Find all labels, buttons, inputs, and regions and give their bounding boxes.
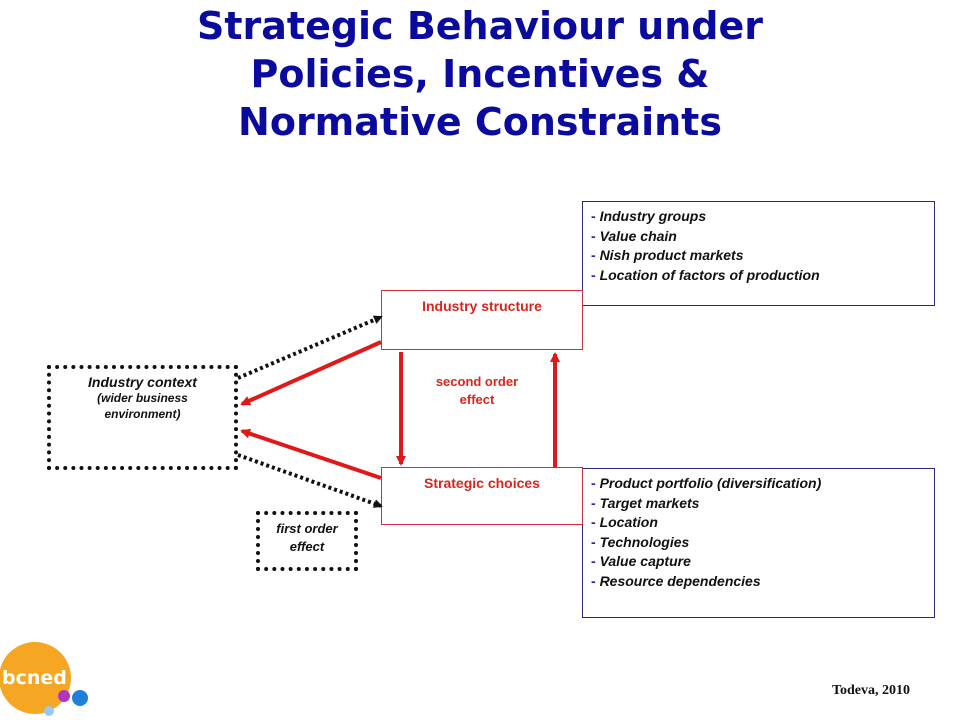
industry-structure-box: Industry structure — [381, 290, 583, 350]
list-text: Technologies — [599, 533, 690, 550]
list-text: Target markets — [599, 494, 700, 511]
list-item: - Target markets — [591, 494, 934, 514]
list-dash: - — [591, 494, 596, 511]
industry-structure-label: Industry structure — [422, 298, 542, 314]
logo-blue-dot — [72, 690, 88, 706]
list-text: Nish product markets — [599, 247, 744, 263]
strategic-choices-box: Strategic choices — [381, 467, 583, 525]
bcned-logo: bcned — [0, 642, 88, 716]
list-item: - Resource dependencies — [591, 572, 934, 592]
first-order-line-1: first order — [276, 521, 338, 536]
title-line-1: Strategic Behaviour under — [196, 4, 763, 48]
list-dash: - — [591, 208, 596, 224]
list-item: - Value chain — [591, 227, 934, 247]
list-text: Product portfolio (diversification) — [599, 475, 822, 491]
list-dash: - — [591, 247, 596, 263]
list-text: Location — [599, 514, 658, 530]
choices-details-list: - Product portfolio (diversification) - … — [583, 469, 934, 591]
structure-to-context-arrow — [240, 340, 382, 406]
first-order-line-2: effect — [289, 539, 325, 554]
list-dash: - — [591, 227, 596, 244]
list-text: Industry groups — [599, 208, 707, 224]
structure-details-list: - Industry groups - Value chain - Nish p… — [583, 202, 934, 285]
list-dash: - — [591, 514, 596, 530]
industry-context-sub-2: environment) — [104, 407, 181, 421]
list-dash: - — [591, 475, 596, 491]
title-line-3: Normative Constraints — [238, 100, 722, 144]
industry-context-box: Industry context (wider business environ… — [47, 365, 238, 470]
list-item: - Technologies — [591, 533, 934, 553]
choices-details-box: - Product portfolio (diversification) - … — [582, 468, 935, 618]
title-line-2: Policies, Incentives & — [250, 52, 710, 96]
second-order-effect-label: second order effect — [418, 373, 536, 409]
list-text: Resource dependencies — [599, 572, 761, 589]
author-credit: Todeva, 2010 — [831, 683, 910, 698]
first-order-effect-box: first order effect — [256, 511, 358, 571]
list-dash: - — [591, 266, 596, 283]
list-item: - Location — [591, 513, 934, 533]
first-order-arrow-to-structure — [237, 315, 383, 380]
slide-title: Strategic Behaviour under Policies, Ince… — [0, 2, 960, 146]
list-item: - Value capture — [591, 552, 934, 572]
list-dash: - — [591, 533, 596, 550]
first-order-arrow-to-choices — [237, 453, 383, 508]
second-order-line-1: second order — [435, 374, 519, 389]
list-item: - Product portfolio (diversification) — [591, 474, 934, 494]
logo-orange-circle — [0, 642, 71, 714]
choices-to-context-arrow — [240, 428, 382, 480]
industry-context-sub-1: (wider business — [97, 391, 188, 405]
industry-context-label: Industry context — [88, 374, 197, 390]
list-dash: - — [591, 553, 596, 569]
second-order-line-2: effect — [459, 392, 495, 407]
strategic-choices-label: Strategic choices — [424, 475, 540, 491]
list-item: - Location of factors of production — [591, 266, 934, 286]
list-text: Location of factors of production — [599, 266, 820, 283]
logo-text: bcned — [2, 667, 67, 689]
list-text: Value capture — [599, 553, 691, 569]
structure-details-box: - Industry groups - Value chain - Nish p… — [582, 201, 935, 306]
list-text: Value chain — [599, 227, 677, 244]
list-item: - Nish product markets — [591, 246, 934, 266]
logo-lightblue-dot — [44, 706, 54, 716]
logo-purple-dot — [58, 690, 70, 702]
list-item: - Industry groups — [591, 207, 934, 227]
list-dash: - — [591, 572, 596, 589]
